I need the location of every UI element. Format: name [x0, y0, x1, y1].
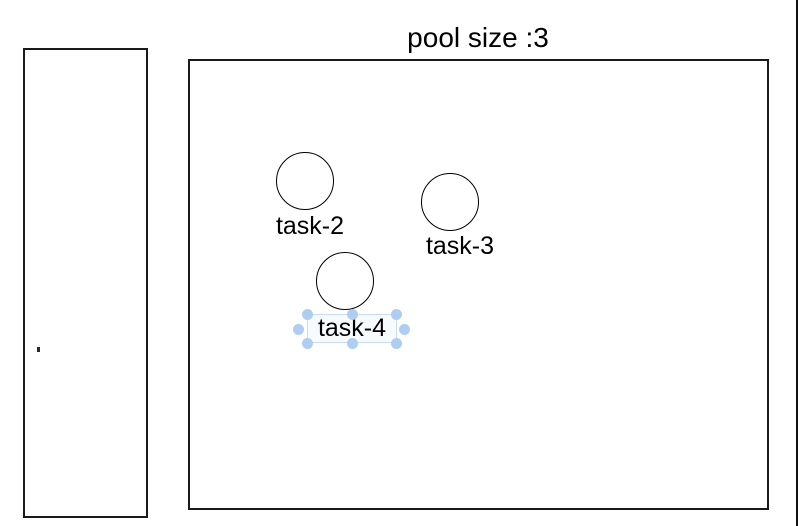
resize-handle-top-right[interactable]	[390, 308, 402, 320]
resize-handle-top-left[interactable]	[301, 308, 313, 320]
task-2-label[interactable]: task-2	[275, 212, 345, 240]
task-3-label[interactable]: task-3	[425, 232, 495, 260]
resize-handle-middle-right[interactable]	[399, 323, 410, 335]
task-3-circle[interactable]	[421, 173, 479, 231]
task-4-circle[interactable]	[316, 252, 374, 310]
stray-dot	[37, 347, 40, 352]
canvas-edge-line	[796, 0, 798, 526]
resize-handle-bottom-center[interactable]	[346, 337, 358, 349]
pool-rectangle[interactable]	[188, 59, 769, 510]
lane-rectangle[interactable]	[23, 48, 148, 518]
resize-handle-bottom-right[interactable]	[390, 337, 402, 349]
task-2-circle[interactable]	[276, 152, 334, 210]
resize-handle-bottom-left[interactable]	[301, 337, 313, 349]
resize-handle-top-center[interactable]	[346, 308, 358, 320]
resize-handle-middle-left[interactable]	[293, 323, 304, 335]
pool-label[interactable]: pool size :3	[407, 22, 549, 53]
